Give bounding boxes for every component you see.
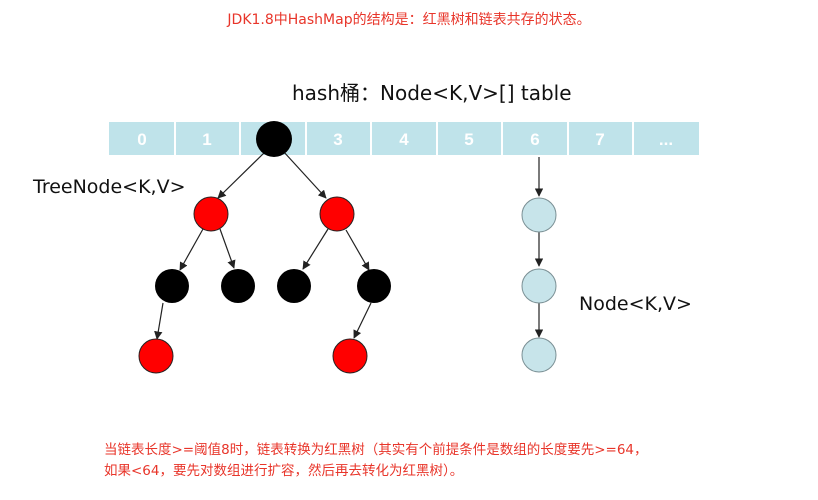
tree-node-red xyxy=(138,338,174,374)
tree-node-black xyxy=(155,269,189,303)
tree-node-red xyxy=(319,196,355,232)
bucket-index-7: 7 xyxy=(595,130,604,149)
list-node xyxy=(521,268,557,304)
bucket-array-caption: hash桶：Node<K,V>[] table xyxy=(292,81,572,105)
tree-node-black xyxy=(357,269,391,303)
tree-edge xyxy=(217,150,267,199)
tree-edge xyxy=(282,150,327,199)
tree-edge xyxy=(345,229,370,271)
tree-node-red xyxy=(193,196,229,232)
tree-edges xyxy=(154,150,372,340)
bucket-index-4: 4 xyxy=(399,130,409,149)
tree-node-black xyxy=(221,269,255,303)
linked-node-label: Node<K,V> xyxy=(579,293,692,315)
bucket-array-bar xyxy=(109,122,699,155)
bucket-index-3: 3 xyxy=(333,130,342,149)
bucket-index-0: 0 xyxy=(137,130,146,149)
bucket-array: 0 1 3 4 5 6 7 ... xyxy=(109,122,699,155)
tree-edge xyxy=(154,302,164,340)
bucket-index-6: 6 xyxy=(530,130,539,149)
bucket-index-1: 1 xyxy=(202,130,211,149)
tree-node-black xyxy=(277,269,311,303)
list-node xyxy=(521,197,557,233)
tree-edge xyxy=(219,228,236,269)
diagram-title: JDK1.8中HashMap的结构是：红黑树和链表共存的状态。 xyxy=(227,12,591,28)
conversion-note-line1: 当链表长度>=阈值8时，链表转换为红黑树（其实有个前提条件是数组的长度要先>=6… xyxy=(104,442,648,458)
list-node xyxy=(521,337,557,373)
conversion-note-line2: 如果<64，要先对数组进行扩容，然后再去转化为红黑树）。 xyxy=(104,463,464,479)
tree-node-red xyxy=(332,338,368,374)
bucket-index-5: 5 xyxy=(464,130,473,149)
tree-root-node-black xyxy=(256,121,292,157)
tree-edge xyxy=(302,228,329,270)
treenode-label: TreeNode<K,V> xyxy=(33,176,186,198)
bucket-index-ellipsis: ... xyxy=(659,130,673,149)
tree-edge xyxy=(179,228,204,271)
tree-edge xyxy=(353,302,372,339)
red-black-tree xyxy=(138,121,391,374)
linked-list xyxy=(521,197,557,373)
